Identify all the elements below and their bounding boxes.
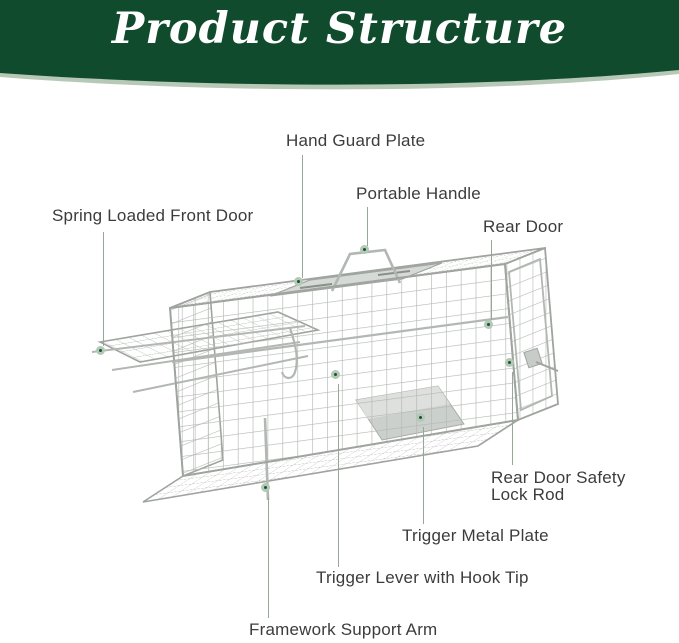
leader-line-spring-loaded-front-door bbox=[103, 232, 104, 346]
leader-line-rear-door bbox=[491, 240, 492, 320]
banner-curve bbox=[0, 0, 679, 90]
leader-line-rear-door-safety-lock-rod bbox=[512, 372, 513, 465]
leader-line-trigger-lever-with-hook-tip bbox=[338, 384, 339, 567]
callout-marker-hand-guard-plate bbox=[294, 277, 303, 286]
callout-marker-trigger-lever-with-hook-tip bbox=[331, 370, 340, 379]
rear-door-frame bbox=[508, 257, 553, 412]
callout-marker-rear-door-safety-lock-rod bbox=[505, 358, 514, 367]
label-rear-door-safety-lock-rod: Rear Door Safety Lock Rod bbox=[491, 468, 626, 505]
label-trigger-metal-plate: Trigger Metal Plate bbox=[402, 526, 549, 545]
rear-safety-rod bbox=[535, 361, 559, 372]
callout-marker-portable-handle bbox=[360, 245, 369, 254]
label-portable-handle: Portable Handle bbox=[356, 184, 481, 203]
leader-line-trigger-metal-plate bbox=[423, 427, 424, 524]
banner: Product Structure bbox=[0, 0, 679, 100]
callout-marker-trigger-metal-plate bbox=[416, 413, 425, 422]
banner-title: Product Structure bbox=[111, 4, 568, 54]
cage-front-face bbox=[168, 262, 520, 478]
leader-line-hand-guard-plate bbox=[302, 155, 303, 278]
callout-marker-rear-door bbox=[484, 320, 493, 329]
callout-marker-framework-support-arm bbox=[261, 483, 270, 492]
callout-marker-spring-loaded-front-door bbox=[96, 346, 105, 355]
label-spring-loaded-front-door: Spring Loaded Front Door bbox=[52, 206, 254, 225]
label-rear-door: Rear Door bbox=[483, 217, 564, 236]
hand-guard-plate-slots bbox=[299, 270, 411, 289]
label-hand-guard-plate: Hand Guard Plate bbox=[286, 131, 426, 150]
label-framework-support-arm: Framework Support Arm bbox=[249, 620, 438, 639]
label-trigger-lever-with-hook-tip: Trigger Lever with Hook Tip bbox=[316, 568, 529, 587]
leader-line-portable-handle bbox=[367, 207, 368, 246]
front-face-rail bbox=[171, 315, 509, 364]
leader-line-framework-support-arm bbox=[268, 497, 269, 618]
